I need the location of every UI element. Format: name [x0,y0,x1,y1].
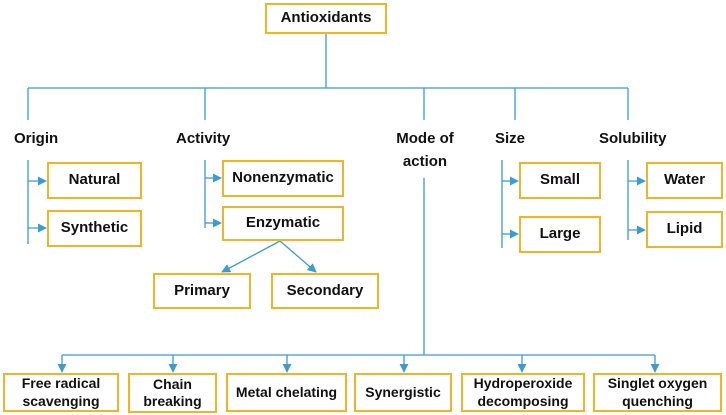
category-origin: Origin [14,130,59,147]
primary-label: Primary [174,281,230,299]
box-synthetic: Synthetic [47,210,142,247]
box-natural: Natural [47,162,142,199]
box-singlet-oxygen-quenching: Singlet oxygen quenching [593,373,722,412]
box-free-radical-scavenging: Free radical scavenging [3,373,119,412]
box-synergistic: Synergistic [354,373,452,412]
mode-item-1-line2: scavenging [22,392,100,409]
natural-label: Natural [68,171,121,189]
mode-item-1-line1: Free radical [21,375,101,391]
enzymatic-label: Enzymatic [245,214,321,232]
nonenzymatic-label: Nonenzymatic [232,169,334,187]
box-primary: Primary [153,273,251,309]
root-box-antioxidants: Antioxidants [265,3,387,34]
box-nonenzymatic: Nonenzymatic [222,160,344,197]
box-water: Water [646,162,723,199]
mode-item-5-line2: decomposing [477,392,569,409]
lipid-label: Lipid [666,220,703,238]
mode-item-5-line1: Hydroperoxide [473,375,573,391]
box-secondary: Secondary [271,273,379,309]
category-solubility: Solubility [599,130,667,147]
mode-item-6-line2: quenching [622,392,693,409]
box-hydroperoxide-decomposing: Hydroperoxide decomposing [461,373,585,412]
mode-item-2-line1: Chain [153,375,192,392]
box-metal-chelating: Metal chelating [226,373,347,412]
box-chain-breaking: Chain breaking [128,373,217,413]
root-label: Antioxidants [280,9,372,27]
small-label: Small [539,171,581,189]
box-enzymatic: Enzymatic [222,206,344,241]
category-size: Size [495,130,526,147]
box-lipid: Lipid [646,211,723,248]
mode-item-3-line1: Metal chelating [235,383,338,400]
category-mode-of-action: Mode of action [383,130,467,172]
water-label: Water [663,171,706,189]
category-activity: Activity [176,130,231,147]
box-large: Large [519,216,601,253]
large-label: Large [539,225,581,243]
secondary-label: Secondary [286,281,364,299]
mode-label-line2: action [402,152,448,170]
mode-label-line1: Mode of [396,130,454,147]
synthetic-label: Synthetic [60,219,129,237]
mode-item-6-line1: Singlet oxygen [607,375,708,391]
mode-item-4-line1: Synergistic [365,383,441,400]
box-small: Small [519,162,601,199]
mode-item-2-line2: breaking [143,393,202,409]
